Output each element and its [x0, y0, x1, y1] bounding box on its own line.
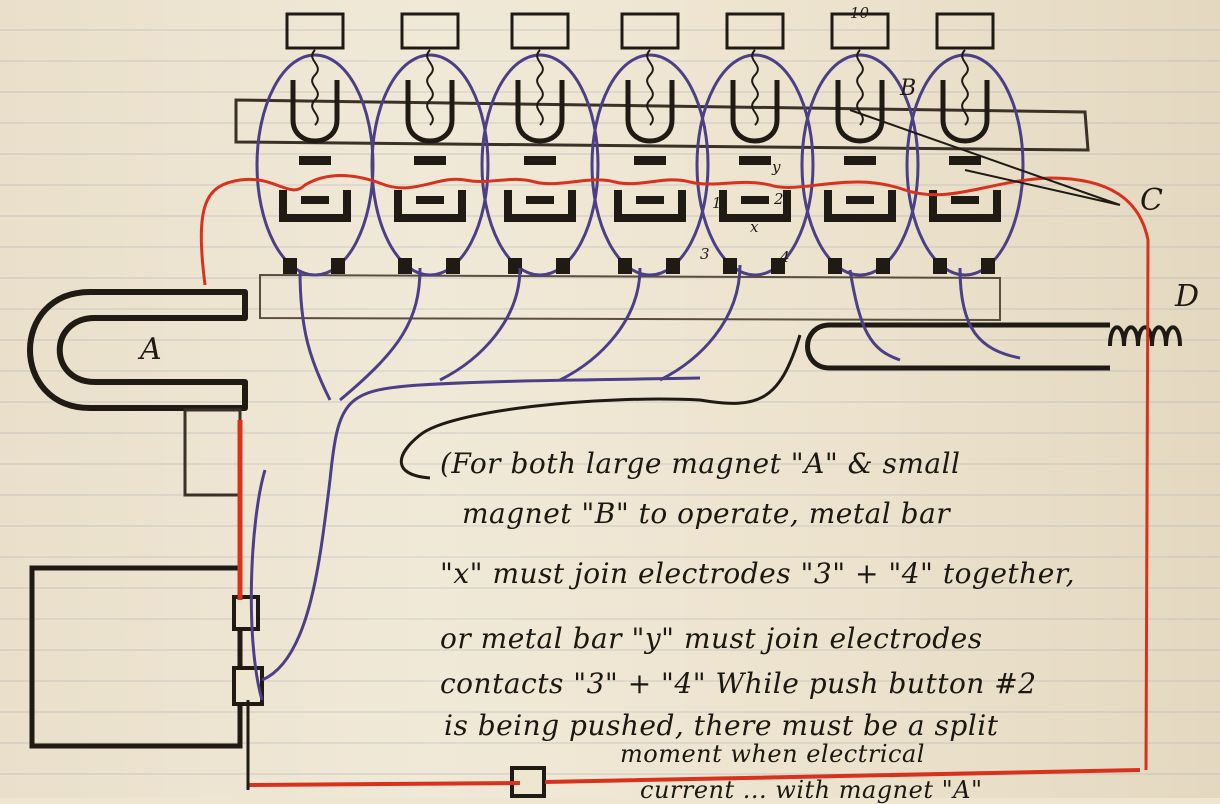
tube-pin-left-6: [828, 258, 842, 274]
tube-grid-2: [405, 80, 455, 144]
label-coil-d: D: [1175, 279, 1200, 314]
tube-cap-box-1: [285, 12, 345, 50]
tube-cap-box-4: [620, 12, 680, 50]
tube-electrode-5: [719, 190, 791, 222]
tube-6: [800, 12, 920, 277]
tube-3: [480, 12, 600, 277]
label-contact-1: 1: [712, 194, 722, 212]
power-box: [29, 565, 243, 749]
tube-pin-right-6: [876, 258, 890, 274]
tube-plate-7: [949, 156, 981, 165]
tube-electrode-3: [504, 190, 576, 222]
tube-7: [905, 12, 1025, 277]
magnet-d-frame: [805, 322, 1110, 371]
vacuum-tubes: [255, 12, 1025, 277]
tube-plate-3: [524, 156, 556, 165]
tube-pin-left-7: [933, 258, 947, 274]
note-line-2: magnet "B" to operate, metal bar: [462, 497, 951, 530]
tube-pin-left-1: [283, 258, 297, 274]
magnet-a-base: [183, 408, 242, 497]
note-bracket: [399, 334, 802, 480]
tube-grid-5: [730, 80, 780, 144]
label-magnet-a: A: [140, 332, 162, 367]
tube-electrode-1: [279, 190, 351, 222]
label-magnet-b: B: [900, 76, 917, 101]
magnet-a: [27, 289, 248, 411]
tube-2: [370, 12, 490, 277]
label-contact-4: 4: [780, 248, 790, 266]
tube-envelope-4: [590, 53, 710, 277]
tube-cap-box-7: [935, 12, 995, 50]
tube-pin-left-4: [618, 258, 632, 274]
tube-5: [695, 12, 815, 277]
tube-grid-6: [835, 80, 885, 144]
tube-envelope-7: [905, 53, 1025, 277]
tube-grid-1: [290, 80, 340, 144]
tube-filament-7: [961, 49, 969, 126]
coil-d: [1108, 325, 1182, 347]
tube-plate-4: [634, 156, 666, 165]
tube-4: [590, 12, 710, 277]
tube-filament-4: [646, 49, 654, 126]
tube-cap-box-3: [510, 12, 570, 50]
tube-pin-right-3: [556, 258, 570, 274]
note-line-7: moment when electrical: [620, 740, 925, 768]
note-line-1: (For both large magnet "A" & small: [440, 447, 961, 480]
tube-cap-box-6: [830, 12, 890, 50]
tube-pin-left-2: [398, 258, 412, 274]
tube-plate-5: [739, 156, 771, 165]
note-line-6: is being pushed, there must be a split: [444, 709, 999, 742]
red-wire-top: [199, 174, 1150, 771]
tube-filament-1: [311, 49, 319, 126]
tube-electrode-6: [824, 190, 896, 222]
tube-filament-5: [751, 49, 759, 126]
tube-cap-box-5: [725, 12, 785, 50]
rack-base: [259, 273, 1001, 322]
rack-bar: [234, 98, 1090, 152]
tube-cap-box-2: [400, 12, 460, 50]
tube-pin-right-5: [771, 258, 785, 274]
tube-electrode-4: [614, 190, 686, 222]
tube-filament-3: [536, 49, 544, 126]
tube-1: [255, 12, 375, 277]
note-line-3: "x" must join electrodes "3" + "4" toget…: [440, 557, 1075, 590]
label-bar-x: x: [750, 218, 759, 236]
tube-pin-right-1: [331, 258, 345, 274]
tube-grid-7: [940, 80, 990, 144]
tube-electrode-7: [929, 190, 1001, 222]
tube-plate-1: [299, 156, 331, 165]
tube-pin-right-2: [446, 258, 460, 274]
label-contact-3: 3: [700, 245, 710, 263]
note-line-8: current ... with magnet "A": [640, 776, 983, 804]
terminal-top: [232, 595, 260, 631]
tube-filament-2: [426, 49, 434, 126]
tube-plate-6: [844, 156, 876, 165]
label-c: C: [1140, 183, 1163, 218]
red-wire-bottom: [247, 768, 1141, 787]
note-line-5: contacts "3" + "4" While push button #2: [440, 667, 1037, 700]
tube-envelope-6: [800, 53, 920, 277]
tube-grid-3: [515, 80, 565, 144]
tube-envelope-3: [480, 53, 600, 277]
tube-grid-4: [625, 80, 675, 144]
tube-pin-right-7: [981, 258, 995, 274]
label-contact-2: 2: [774, 190, 784, 208]
pointer-c: [849, 109, 1121, 206]
tube-pin-left-5: [723, 258, 737, 274]
tube-pin-right-4: [666, 258, 680, 274]
tube-plate-2: [414, 156, 446, 165]
tube-electrode-2: [394, 190, 466, 222]
note-line-4: or metal bar "y" must join electrodes: [440, 622, 983, 655]
label-bar-y: y: [772, 158, 781, 176]
tube-envelope-5: [695, 53, 815, 277]
label-tube-top: 10: [850, 4, 870, 22]
tube-envelope-2: [370, 53, 490, 277]
purple-wires: [249, 264, 1021, 701]
